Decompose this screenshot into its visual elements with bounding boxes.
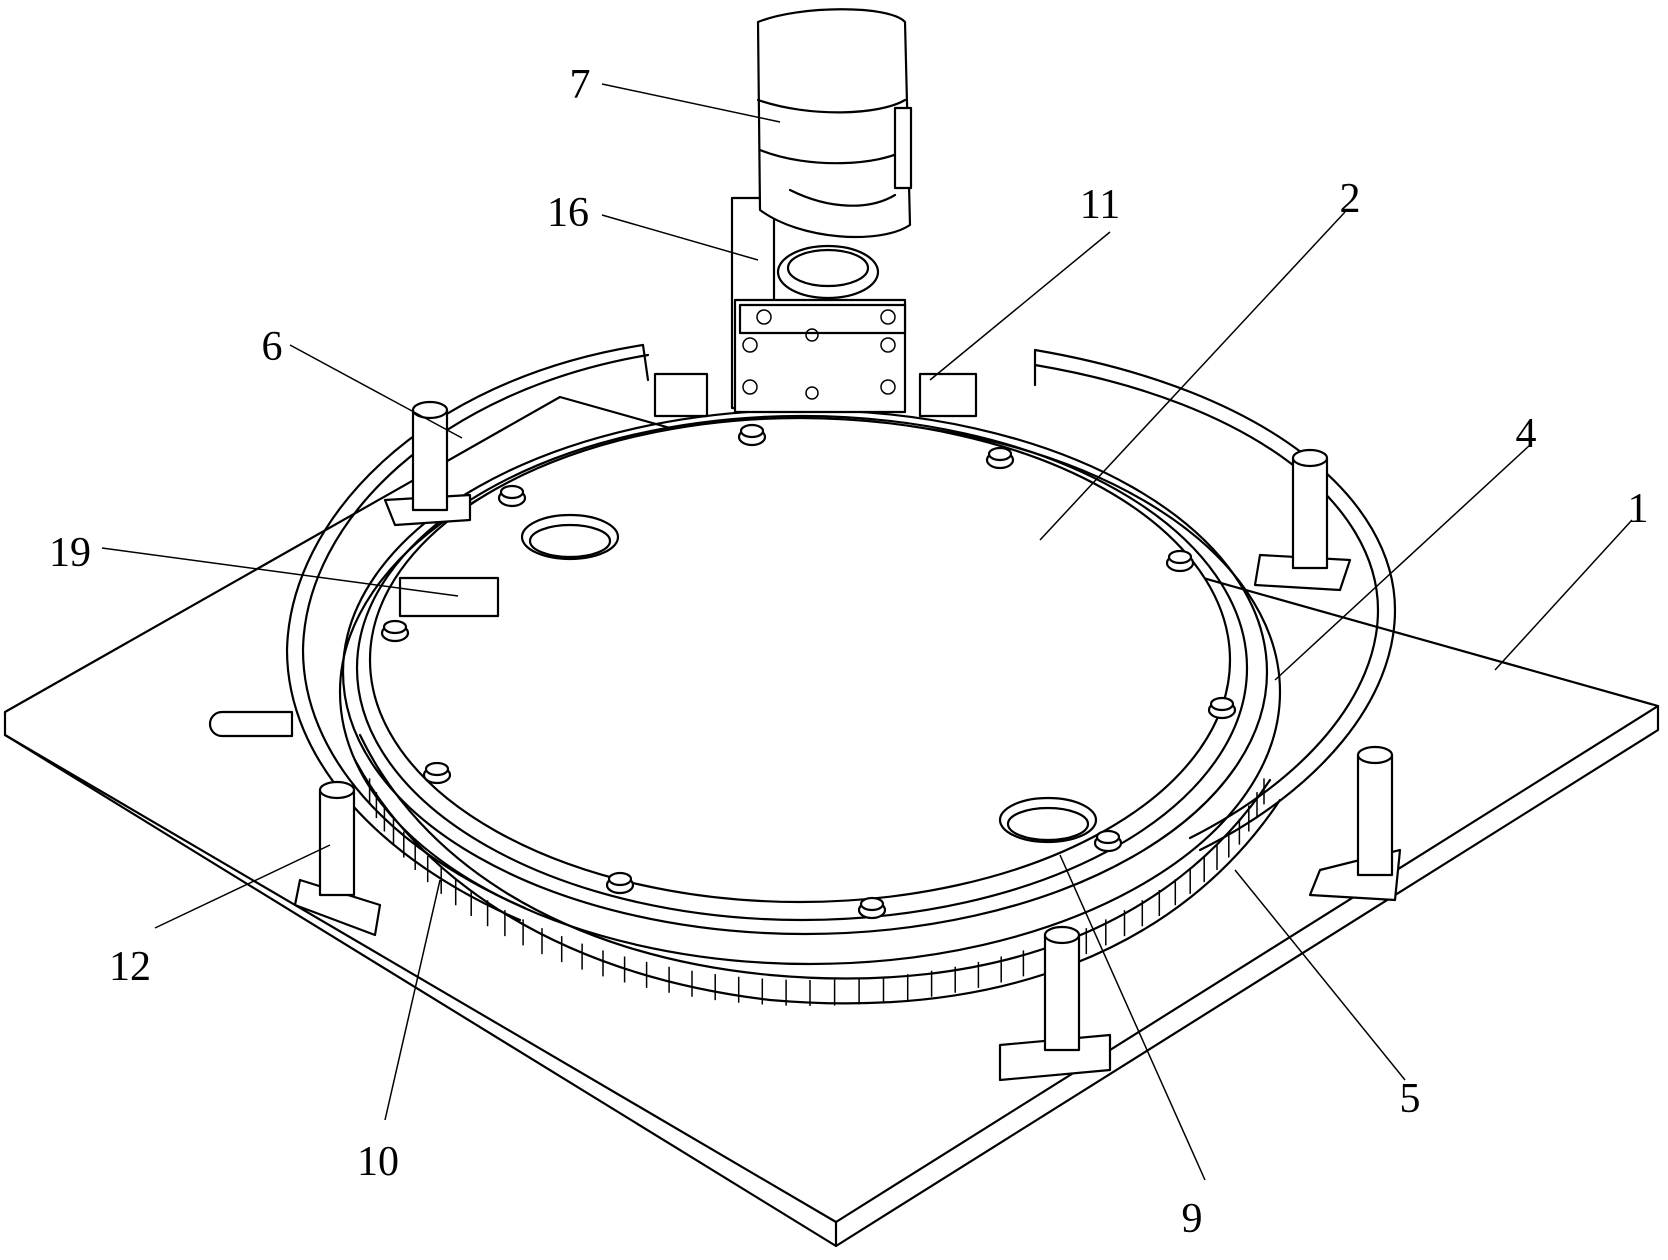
leader-line [601, 214, 759, 261]
leader-line [929, 231, 1111, 381]
bolt [1093, 829, 1123, 853]
bracket-19 [398, 576, 500, 618]
leader-line [1059, 854, 1206, 1181]
bolts [380, 423, 1237, 920]
part-label-5: 5 [1400, 1076, 1421, 1122]
roller-left [653, 372, 709, 418]
leader-lines [101, 83, 1633, 1181]
bolt [380, 619, 410, 643]
leader-line [1494, 519, 1633, 671]
bolt [605, 871, 635, 895]
leader-line [384, 879, 441, 1121]
posts [293, 400, 1402, 1082]
bolt [1207, 696, 1237, 720]
bolt [737, 423, 767, 447]
part-label-2: 2 [1340, 176, 1361, 222]
part-label-12: 12 [109, 944, 151, 990]
slot [208, 710, 294, 738]
bolt [857, 896, 887, 920]
gear-ring [353, 733, 1282, 1006]
post [293, 780, 382, 937]
leader-line [101, 547, 459, 597]
post [998, 925, 1112, 1082]
bolt [497, 484, 527, 508]
leader-line [1039, 211, 1346, 541]
part-label-6: 6 [262, 324, 283, 370]
leader-line [1234, 869, 1406, 1081]
hole [528, 523, 612, 559]
motor [756, 8, 913, 239]
part-label-11: 11 [1080, 182, 1120, 228]
part-label-9: 9 [1182, 1196, 1203, 1242]
roller-right [918, 372, 978, 418]
part-label-10: 10 [357, 1139, 399, 1185]
part-label-1: 1 [1628, 486, 1649, 532]
outer-guard [285, 343, 1397, 922]
part-label-19: 19 [49, 530, 91, 576]
part-label-7: 7 [570, 62, 591, 108]
bolt [985, 446, 1015, 470]
bolt [1165, 549, 1195, 573]
hole [1006, 806, 1090, 842]
part-label-16: 16 [547, 190, 589, 236]
leader-line [289, 344, 463, 439]
part-label-4: 4 [1516, 411, 1537, 457]
leader-line [1274, 444, 1531, 681]
bolt [422, 761, 452, 785]
leader-line [601, 83, 781, 123]
post [1308, 745, 1402, 902]
leader-line [154, 844, 331, 929]
part-labels: 7 16 11 2 6 4 1 19 12 10 9 5 [49, 62, 1649, 1242]
post [1253, 448, 1352, 592]
hole [520, 513, 620, 561]
gearbox [730, 196, 907, 414]
hole [998, 796, 1098, 844]
post [383, 400, 472, 527]
